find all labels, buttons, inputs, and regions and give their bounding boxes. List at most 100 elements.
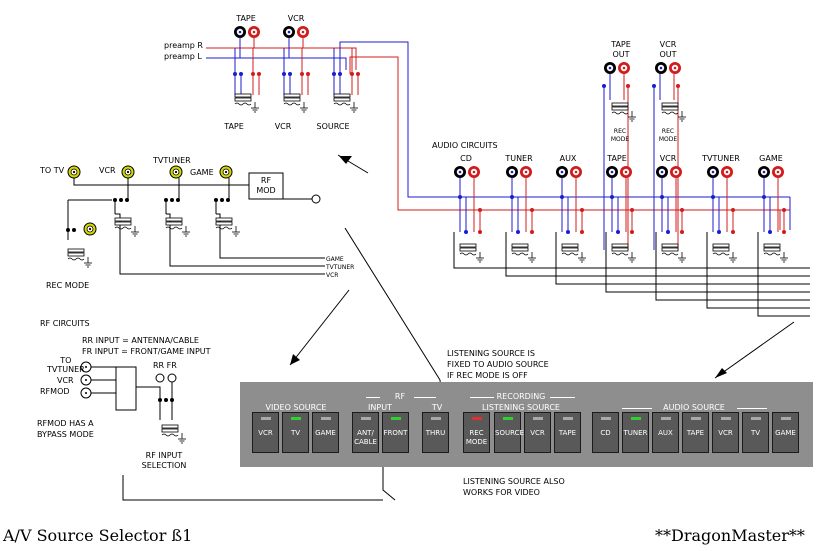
node (680, 230, 684, 234)
audio-jack-left-1-pin (510, 170, 514, 174)
video-relay-game (215, 217, 233, 222)
relay-top-0-winding (234, 102, 252, 106)
audio-relay-4-coil (661, 247, 679, 252)
audio-relay-6-coil (763, 247, 781, 252)
panel-button-aux[interactable]: AUX (652, 412, 679, 453)
led-indicator (781, 417, 791, 420)
relay-top-1 (283, 93, 301, 98)
arrow-from-rf (344, 227, 442, 393)
node (580, 208, 584, 212)
panel-button-tuner[interactable]: TUNER (622, 412, 649, 453)
node (731, 230, 735, 234)
rf-mod-label: RF MOD (256, 176, 276, 195)
rf-input-vcr-pin (85, 379, 87, 381)
video-relay-vcr-winding (114, 226, 132, 230)
panel-button-label: FRONT (383, 429, 408, 437)
panel-button-tv[interactable]: TV (282, 412, 309, 453)
bus-label-game: GAME (326, 256, 344, 263)
panel-button-thru[interactable]: THRU (422, 412, 449, 453)
group-label-input: INPUT (368, 403, 392, 412)
audio-relay-5-winding (712, 252, 730, 256)
video-relay-tvtuner-winding (165, 226, 183, 230)
rf-fr-jack-icon (167, 373, 177, 383)
panel-button-label: CD (600, 429, 611, 437)
panel-button-vcr[interactable]: VCR (252, 412, 279, 453)
node (288, 72, 292, 76)
divider (737, 408, 767, 409)
panel-button-game[interactable]: GAME (772, 412, 799, 453)
led-indicator (503, 417, 513, 420)
top-jack-tape-left-pin (238, 30, 242, 34)
node (170, 198, 174, 202)
relay-top-2-coil (333, 97, 351, 102)
audio-jack-right-5-pin (725, 170, 729, 174)
node (257, 72, 261, 76)
top-jack-vcr-right-pin (301, 30, 305, 34)
audio-relay-2 (561, 243, 579, 248)
panel-button-vcr[interactable]: VCR (712, 412, 739, 453)
node (72, 228, 76, 232)
video-jack-vcr-pin (126, 170, 130, 174)
video-rec-relay-winding (67, 257, 85, 261)
panel-button-rec-mode[interactable]: REC MODE (463, 412, 490, 453)
panel-button-label: GAME (775, 429, 796, 437)
audio-relay-1-winding (511, 252, 529, 256)
node (717, 230, 721, 234)
bus-tvtuner (166, 213, 325, 267)
divider (470, 397, 494, 398)
video-jack-label-game: GAME (190, 168, 214, 177)
panel-button-label: TAPE (686, 429, 705, 437)
node (300, 72, 304, 76)
node (680, 208, 684, 212)
divider (366, 397, 380, 398)
video-rec-relay-coil (67, 252, 85, 257)
audio-relay-0-winding (459, 252, 477, 256)
panel-button-tape[interactable]: TAPE (554, 412, 581, 453)
led-indicator (721, 417, 731, 420)
panel-button-label: TUNER (623, 429, 648, 437)
panel-button-vcr[interactable]: VCR (524, 412, 551, 453)
preamp-r-bus (206, 47, 357, 70)
node (458, 195, 462, 199)
audio-jack-label-tvtuner: TVTUNER (702, 154, 740, 163)
video-jack-tvtuner-pin (174, 170, 178, 174)
video-jack-label-tvtuner: TVTUNER (153, 156, 191, 165)
node (164, 198, 168, 202)
panel-button-label: VCR (718, 429, 733, 437)
node (220, 198, 224, 202)
rec-mode-relay-1 (661, 102, 679, 107)
node (158, 398, 162, 402)
panel-button-game[interactable]: GAME (312, 412, 339, 453)
panel-button-ant-cable[interactable]: ANT/ CABLE (352, 412, 379, 453)
panel-button-tv[interactable]: TV (742, 412, 769, 453)
panel-button-source[interactable]: SOURCE (494, 412, 524, 453)
panel-button-tape[interactable]: TAPE (682, 412, 709, 453)
node (610, 195, 614, 199)
audio-jack-label-tape: TAPE (607, 154, 627, 163)
node (306, 72, 310, 76)
node (478, 230, 482, 234)
led-indicator (631, 417, 641, 420)
control-bus (555, 232, 810, 285)
panel-button-cd[interactable]: CD (592, 412, 619, 453)
rec-mode-relay-0-winding (611, 111, 629, 115)
vcr-out-jack-right-pin (673, 66, 677, 70)
video-rec-mode-label: REC MODE (46, 281, 90, 290)
rf-wire (136, 386, 161, 420)
audio-relay-3 (611, 243, 629, 248)
node (226, 198, 230, 202)
audio-relay-5 (712, 243, 730, 248)
node (164, 398, 168, 402)
panel-button-front[interactable]: FRONT (382, 412, 409, 453)
vcr-out-label: VCR OUT (659, 40, 677, 59)
node (652, 84, 656, 88)
rf-relay (161, 424, 179, 429)
audio-jack-right-3-pin (624, 170, 628, 174)
preamp-r-label: preamp R (164, 41, 203, 50)
group-label-rf: RF (394, 392, 406, 401)
video-relay-tvtuner-coil (165, 221, 183, 226)
audio-jack-label-game: GAME (759, 154, 783, 163)
panel-button-label: GAME (315, 429, 336, 437)
node (768, 230, 772, 234)
